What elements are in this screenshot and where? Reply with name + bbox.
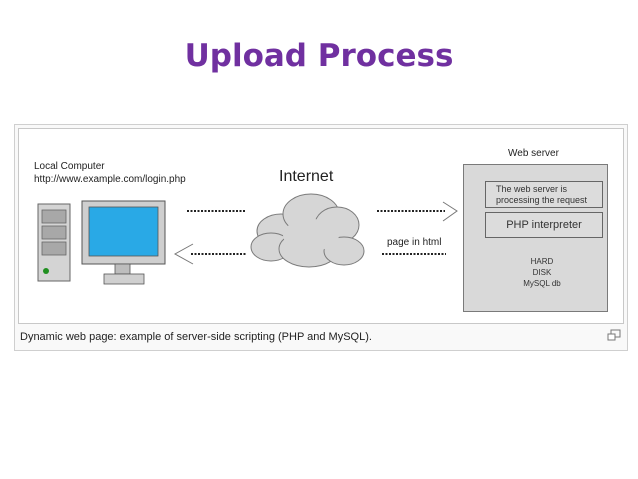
disk-line-1: HARD [530, 257, 554, 266]
request-arrow-right [377, 201, 458, 222]
enlarge-icon[interactable] [607, 329, 621, 341]
web-server-label: Web server [508, 148, 559, 159]
server-status-line-2: processing the request [496, 195, 588, 205]
slide-title: Upload Process [184, 38, 454, 74]
server-status-line-1: The web server is [496, 184, 568, 194]
internet-label: Internet [279, 168, 334, 185]
server-status-box: The web server is processing the request [485, 181, 603, 208]
caption-bar: Dynamic web page: example of server-side… [15, 325, 627, 349]
diagram-canvas: Local Computer http://www.example.com/lo… [18, 128, 624, 324]
cloud-icon [250, 193, 365, 268]
monitor-icon [81, 200, 166, 285]
php-interpreter-box: PHP interpreter [485, 212, 603, 238]
response-arrow-left [173, 243, 246, 265]
local-url-label: http://www.example.com/login.php [34, 174, 186, 185]
disk-line-2: DISK [532, 268, 552, 277]
pc-tower-icon [37, 203, 71, 282]
figure-frame: Local Computer http://www.example.com/lo… [14, 124, 628, 351]
disk-line-3: MySQL db [523, 279, 561, 288]
local-computer-label: Local Computer [34, 161, 105, 172]
database-label: HARD DISK MySQL db [507, 256, 577, 289]
page-in-html-label: page in html [387, 237, 442, 248]
figure-caption: Dynamic web page: example of server-side… [20, 331, 372, 343]
web-server-box: The web server is processing the request… [463, 164, 608, 312]
